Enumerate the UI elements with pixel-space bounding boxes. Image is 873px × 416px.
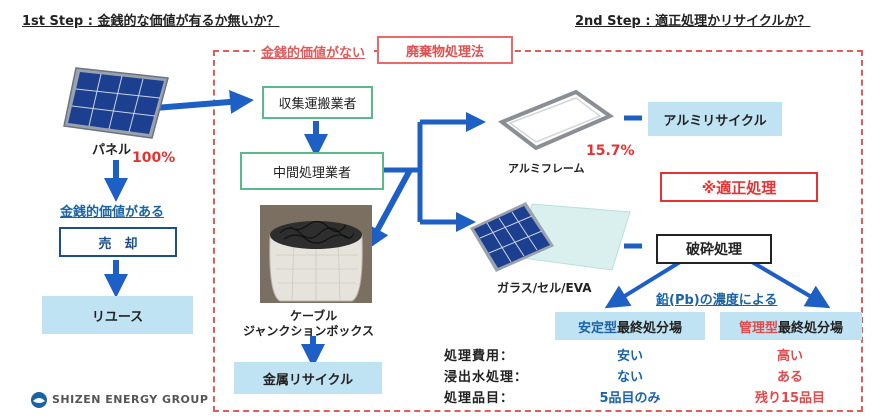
company-logo-text: SHIZEN ENERGY GROUP	[52, 393, 209, 406]
managed-prefix: 管理型	[738, 320, 778, 336]
row-items-managed: 残り15品目	[754, 391, 826, 406]
glass-cell-eva-icon	[470, 202, 631, 272]
step2-title: 2nd Step : 適正処理かリサイクルか？	[575, 14, 811, 29]
proper-treatment-box: ※適正処理	[660, 172, 818, 202]
managed-landfill-box: 管理型最終処分場	[720, 312, 862, 340]
waste-law-badge: 廃棄物処理法	[377, 36, 513, 64]
collection-box: 収集運搬業者	[262, 86, 373, 119]
row-leachate-label: 浸出水処理：	[444, 370, 529, 385]
shizen-logo-icon	[31, 392, 47, 408]
junction-box-label: ジャンクションボックス	[243, 324, 375, 338]
metal-recycle-box: 金属リサイクル	[234, 362, 382, 394]
aluminium-frame-icon	[498, 89, 615, 151]
step1-title: 1st Step : 金銭的な価値が有るか無いか？	[22, 14, 280, 29]
panel-label: パネル	[92, 143, 132, 158]
stable-suffix: 最終処分場	[617, 320, 683, 336]
stable-prefix: 安定型	[577, 320, 617, 336]
panel-percent: 100%	[132, 150, 176, 166]
stable-landfill-box: 安定型最終処分場	[555, 312, 705, 340]
arrow-to-cable	[366, 168, 413, 251]
cable-label: ケーブル	[290, 309, 338, 323]
no-value-header: 金銭的価値がない	[255, 40, 372, 63]
glass-label: ガラス/セル/EVA	[497, 281, 592, 295]
lead-concentration-label: 鉛(Pb)の濃度による	[656, 293, 778, 308]
arrow-to-stable	[604, 260, 682, 309]
solar-panel-icon	[63, 67, 169, 139]
sale-box: 売 却	[59, 227, 177, 257]
row-leachate-stable: ない	[616, 370, 643, 385]
crushing-box: 破砕処理	[656, 234, 772, 264]
row-leachate-managed: ある	[776, 370, 803, 385]
row-cost-managed: 高い	[776, 349, 803, 364]
row-cost-label: 処理費用：	[444, 349, 515, 364]
row-items-stable: 5品目のみ	[599, 391, 661, 406]
has-value-label: 金銭的価値がある	[60, 205, 165, 220]
intermediate-box: 中間処理業者	[240, 152, 384, 190]
no-value-region	[213, 50, 863, 412]
arrow-panel-to-collection	[154, 90, 254, 114]
aluminium-recycle-box: アルミリサイクル	[648, 102, 782, 136]
frame-label: アルミフレーム	[508, 162, 585, 175]
frame-percent: 15.7%	[586, 143, 635, 159]
cable-bag-icon	[260, 205, 372, 303]
row-cost-stable: 安い	[616, 349, 643, 364]
managed-suffix: 最終処分場	[778, 320, 844, 336]
reuse-box: リユース	[42, 296, 193, 334]
arrow-to-managed	[750, 260, 831, 309]
row-items-label: 処理品目：	[444, 391, 515, 406]
